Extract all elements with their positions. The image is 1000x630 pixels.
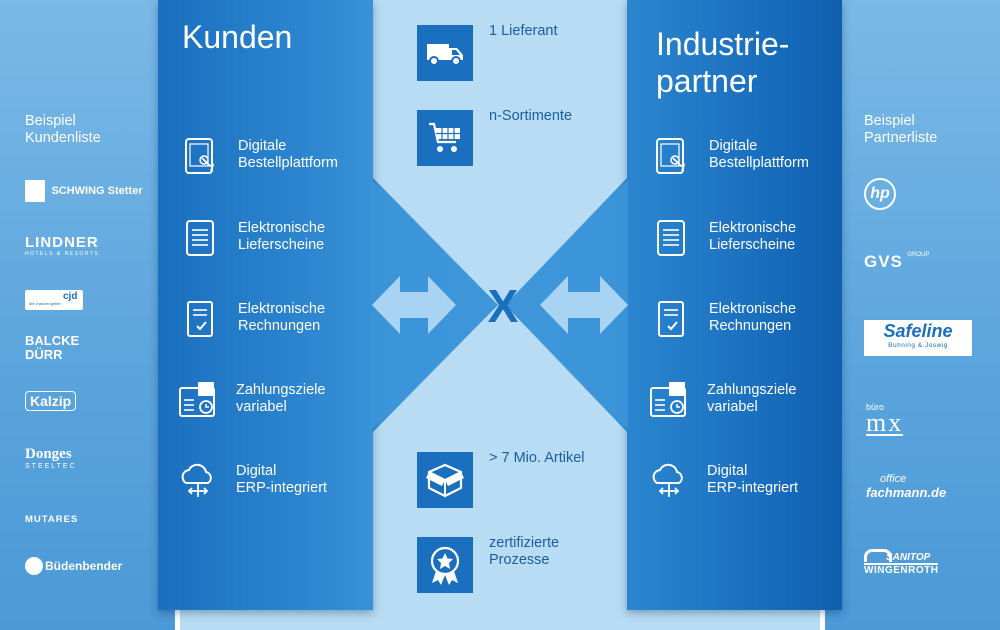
center-item-assortments: n-Sortimente <box>417 108 573 166</box>
logo-office-fachmann: office fachmann.de <box>866 473 947 501</box>
customer-feature-payment-terms: Zahlungsziele variabel <box>178 380 325 420</box>
feature-label: Digitale Bestellplattform <box>709 138 809 171</box>
feature-label: Digital ERP-integriert <box>707 463 799 496</box>
invoice-check-icon <box>187 301 213 337</box>
invoice-check-icon <box>658 301 684 337</box>
logo-text: LINDNER <box>25 234 99 251</box>
center-item-label: zertifizierte Prozesse <box>489 535 560 568</box>
feature-label: Digitale Bestellplattform <box>238 138 338 171</box>
logo-safeline: Safeline Buhning & Joswig <box>864 320 972 356</box>
payment-clock-icon <box>650 382 686 417</box>
customer-list-panel <box>0 0 175 630</box>
logo-cjd: cjd die chancengeber <box>25 290 83 310</box>
logo-budenbender: Büdenbender <box>25 557 122 575</box>
feature-label: Zahlungsziele variabel <box>236 382 326 415</box>
logo-text: büro <box>866 402 885 412</box>
delivery-van-icon <box>417 25 473 81</box>
logo-text: SCHWING Stetter <box>51 184 143 197</box>
feature-label: Elektronische Rechnungen <box>709 301 797 334</box>
cloud-sync-icon <box>181 463 212 497</box>
partner-feature-delivery-notes: Elektronische Lieferscheine <box>651 218 796 258</box>
partners-title: Industrie- partner <box>656 26 790 99</box>
center-item-label: > 7 Mio. Artikel <box>489 450 585 466</box>
logo-subtext: fachmann.de <box>866 485 947 500</box>
tablet-list-icon <box>186 220 214 256</box>
feature-label: Digital ERP-integriert <box>236 463 328 496</box>
logo-donges: Donges STEELTEC <box>25 446 77 470</box>
logo-subtext: die chancengeber <box>29 301 61 306</box>
logo-balcke-duerr: BALCKE DÜRR <box>25 333 80 362</box>
logo-subtext: Buhning & Joswig <box>888 342 948 349</box>
logo-gvs: GVS GROUP <box>864 252 929 272</box>
certificate-badge-icon <box>417 537 473 593</box>
logo-subtext: HOTELS & RESORTS <box>25 251 100 257</box>
customer-list-heading: Beispiel Kundenliste <box>25 113 101 146</box>
package-box-icon <box>417 452 473 508</box>
partner-list-panel <box>825 0 1000 630</box>
customer-feature-erp: Digital ERP-integriert <box>178 461 327 501</box>
center-item-certified: zertifizierte Prozesse <box>417 535 560 593</box>
shopping-cart-icon <box>417 110 473 166</box>
feature-label: Zahlungsziele variabel <box>707 382 797 415</box>
partners-column <box>627 0 842 610</box>
budenbender-mark-icon <box>25 557 43 575</box>
partner-feature-erp: Digital ERP-integriert <box>649 461 798 501</box>
logo-kalzip: Kalzip <box>25 391 77 411</box>
logo-subtext: mx <box>866 408 904 437</box>
logo-buero-mx: büro mx <box>866 402 904 437</box>
center-item-label: 1 Lieferant <box>489 23 558 39</box>
feature-label: Elektronische Lieferscheine <box>709 220 797 253</box>
tablet-list-icon <box>657 220 685 256</box>
logo-sanitop-wingenroth: SANITOP WINGENROTH <box>864 549 939 577</box>
tablet-touch-icon <box>656 138 686 174</box>
logo-mutares: MUTARES <box>25 514 79 525</box>
logo-schwing-stetter: SCHWING Stetter <box>25 180 143 202</box>
payment-clock-icon <box>179 382 215 417</box>
logo-text: office <box>880 473 907 485</box>
cloud-sync-icon <box>652 463 683 497</box>
logo-text: GVS <box>864 252 903 271</box>
logo-text: Donges <box>25 446 72 462</box>
logo-text: SANITOP <box>886 552 931 563</box>
customer-feature-delivery-notes: Elektronische Lieferscheine <box>180 218 325 258</box>
center-item-label: n-Sortimente <box>489 108 573 124</box>
logo-subtext: STEELTEC <box>25 463 77 470</box>
sanitop-mark-icon <box>864 549 892 562</box>
center-item-supplier: 1 Lieferant <box>417 23 558 81</box>
logo-lindner: LINDNER HOTELS & RESORTS <box>25 234 99 257</box>
customers-column <box>158 0 373 610</box>
partner-list-heading: Beispiel Partnerliste <box>864 113 938 146</box>
feature-label: Elektronische Rechnungen <box>238 301 326 334</box>
partner-feature-payment-terms: Zahlungsziele variabel <box>649 380 796 420</box>
logo-subtext: GROUP <box>907 252 930 258</box>
customer-feature-ordering-platform: Digitale Bestellplattform <box>180 136 338 176</box>
logo-hp: hp <box>864 178 896 210</box>
feature-label: Elektronische Lieferscheine <box>238 220 326 253</box>
logo-subtext: WINGENROTH <box>864 563 939 576</box>
schwing-mark-icon <box>25 180 45 202</box>
customers-title: Kunden <box>182 19 293 55</box>
tablet-touch-icon <box>185 138 215 174</box>
partner-feature-ordering-platform: Digitale Bestellplattform <box>651 136 809 176</box>
logo-text: Safeline <box>883 321 953 341</box>
logo-text: cjd <box>63 291 78 302</box>
customer-feature-invoices: Elektronische Rechnungen <box>180 299 325 339</box>
partner-feature-invoices: Elektronische Rechnungen <box>651 299 796 339</box>
logo-text: Büdenbender <box>45 559 123 573</box>
center-item-articles: > 7 Mio. Artikel <box>417 450 585 508</box>
